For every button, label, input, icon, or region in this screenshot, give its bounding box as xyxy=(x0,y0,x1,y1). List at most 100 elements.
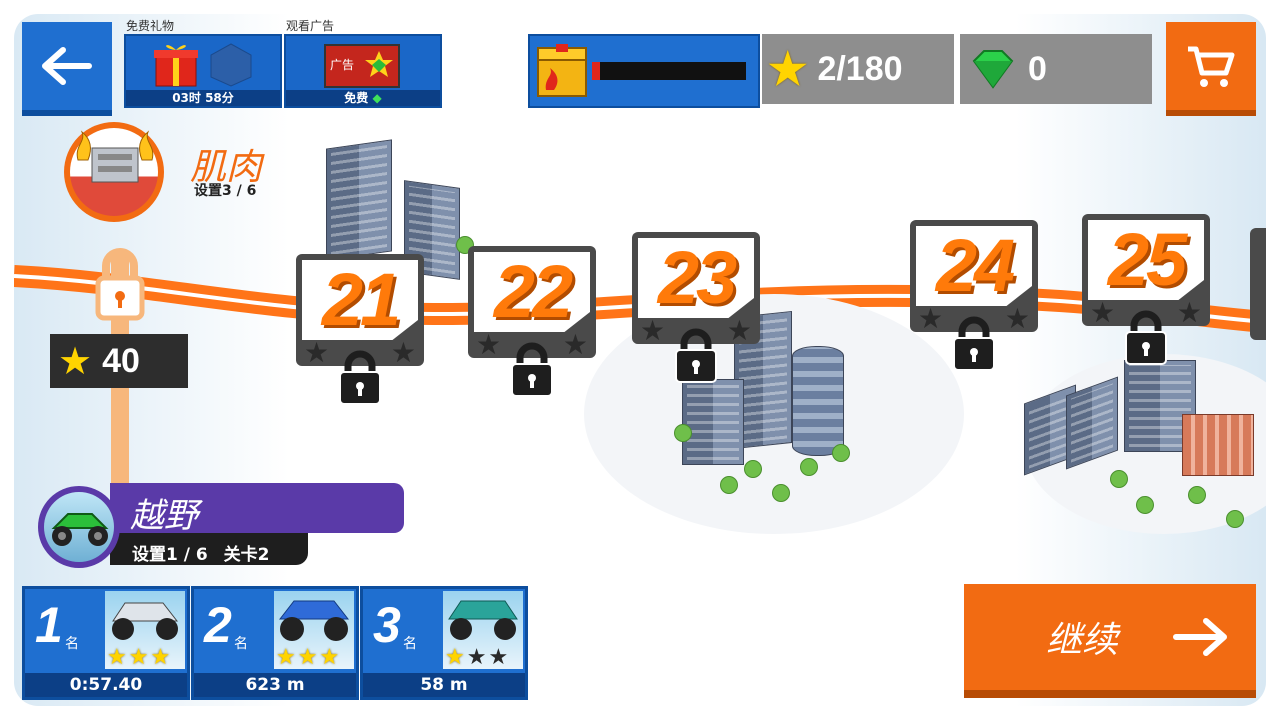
tv-screen-icon: 广告 xyxy=(324,44,400,88)
level-21[interactable]: 21 ★★ xyxy=(296,254,424,405)
free-gift-label: 免费礼物 xyxy=(126,19,175,33)
tree xyxy=(800,458,818,476)
rank-suffix: 名 xyxy=(234,636,248,652)
continue-button[interactable]: 继续 xyxy=(964,584,1256,698)
crate-progress-bar xyxy=(592,62,746,80)
gem-icon xyxy=(972,50,1014,89)
rank-number: 1 xyxy=(35,597,63,653)
level-22[interactable]: 22 ★★ xyxy=(468,246,596,397)
watch-ad-foot-text: 免费 xyxy=(344,91,369,105)
level-stars: ★★ xyxy=(1090,296,1202,329)
buggy-icon xyxy=(112,602,179,640)
level-number: 24 xyxy=(935,224,1015,307)
star-requirement-value: 40 xyxy=(102,341,140,380)
result-card-1[interactable]: 1 名 ★★★ 0:57.40 xyxy=(22,586,190,700)
level-number: 23 xyxy=(657,236,737,319)
result-value: 58 m xyxy=(363,673,525,697)
lock-icon xyxy=(953,316,995,371)
car-thumbnail xyxy=(105,591,185,669)
building xyxy=(326,139,392,261)
tree xyxy=(832,444,850,462)
watch-ad-foot: 免费 ◆ xyxy=(286,90,440,106)
offroad-info-bar xyxy=(110,533,308,565)
tree xyxy=(744,460,762,478)
level-stars: ★★ xyxy=(304,336,416,369)
arrow-right-icon xyxy=(1173,618,1228,656)
offroad-series-badge[interactable] xyxy=(38,486,120,568)
result-value: 623 m xyxy=(194,673,356,697)
arrow-left-icon xyxy=(42,47,92,85)
result-card-2[interactable]: 2 名 ★★★ 623 m xyxy=(191,586,359,700)
rank-stars: ★★★ xyxy=(107,645,171,670)
crate-icon xyxy=(537,44,587,97)
muscle-series-badge[interactable] xyxy=(64,122,164,222)
hex-slot-icon xyxy=(210,43,252,87)
tree xyxy=(674,424,692,442)
level-number: 25 xyxy=(1107,218,1187,301)
buggy-icon xyxy=(448,600,518,640)
game-screen: 免费礼物 03时 58分 观看广告 广告 免费 ◆ xyxy=(14,14,1266,706)
brick-building xyxy=(1182,414,1254,476)
result-value: 0:57.40 xyxy=(25,673,187,697)
building xyxy=(1124,360,1196,452)
level-number: 21 xyxy=(321,258,401,341)
gem-icon: ◆ xyxy=(372,91,382,105)
gem-burst-icon xyxy=(365,51,393,77)
ad-screen-text: 广告 xyxy=(330,58,355,72)
lock-icon xyxy=(511,342,553,397)
gems-value: 0 xyxy=(1028,49,1047,88)
truck-icon xyxy=(278,600,350,641)
rank-number: 3 xyxy=(373,597,401,653)
round-tower xyxy=(792,346,844,456)
muscle-series-setting: 设置3 / 6 xyxy=(194,183,257,199)
tree xyxy=(772,484,790,502)
level-stars: ★★ xyxy=(476,328,588,361)
lock-icon xyxy=(675,328,717,383)
continue-label: 继续 xyxy=(1046,620,1119,661)
car-thumbnail xyxy=(274,591,354,669)
tree xyxy=(1226,510,1244,528)
star-requirement: ★ 40 xyxy=(50,334,188,388)
rank-stars: ★★★ xyxy=(445,645,509,670)
gems-counter: 0 xyxy=(960,34,1152,104)
star-icon: ★ xyxy=(58,339,93,383)
result-card-3[interactable]: 3 名 ★★★ 58 m xyxy=(360,586,528,700)
muscle-series-title: 肌肉 xyxy=(190,147,263,188)
lock-icon xyxy=(339,350,381,405)
stars-counter: ★ 2/180 xyxy=(762,34,954,104)
engine-icon xyxy=(76,130,154,183)
shop-cart-button[interactable] xyxy=(1166,22,1256,116)
level-24[interactable]: 24 ★★ xyxy=(910,220,1038,371)
tree xyxy=(1110,470,1128,488)
star-icon: ★ xyxy=(768,44,808,94)
rank-suffix: 名 xyxy=(403,636,417,652)
tree xyxy=(720,476,738,494)
rank-number: 2 xyxy=(204,597,232,653)
free-gift-timer: 03时 58分 xyxy=(126,90,280,106)
cart-icon xyxy=(1188,46,1235,87)
level-26-partial[interactable] xyxy=(1250,228,1266,340)
car-thumbnail xyxy=(443,591,523,669)
offroad-title: 越野 xyxy=(130,496,198,536)
lock-icon xyxy=(95,248,145,321)
watch-ad-label: 观看广告 xyxy=(286,19,335,33)
offroad-banner xyxy=(110,483,404,533)
free-gift-button[interactable]: 03时 58分 xyxy=(124,34,282,108)
offroad-setting: 设置1 / 6 关卡2 xyxy=(132,540,269,565)
rank-suffix: 名 xyxy=(65,636,79,652)
offroad-stage-text: 关卡2 xyxy=(223,545,270,565)
level-23[interactable]: 23 ★★ xyxy=(632,232,760,383)
crate-progress[interactable] xyxy=(528,34,760,108)
watch-ad-button[interactable]: 广告 免费 ◆ xyxy=(284,34,442,108)
tree xyxy=(1136,496,1154,514)
level-number: 22 xyxy=(493,250,573,333)
back-button[interactable] xyxy=(22,22,112,116)
offroad-setting-text: 设置1 / 6 xyxy=(132,545,208,565)
rank-stars: ★★★ xyxy=(276,645,340,670)
tree xyxy=(1188,486,1206,504)
building xyxy=(682,379,744,465)
lock-icon xyxy=(1125,310,1167,365)
stars-value: 2/180 xyxy=(817,49,903,88)
level-25[interactable]: 25 ★★ xyxy=(1082,214,1210,365)
level-stars: ★★ xyxy=(640,314,752,347)
